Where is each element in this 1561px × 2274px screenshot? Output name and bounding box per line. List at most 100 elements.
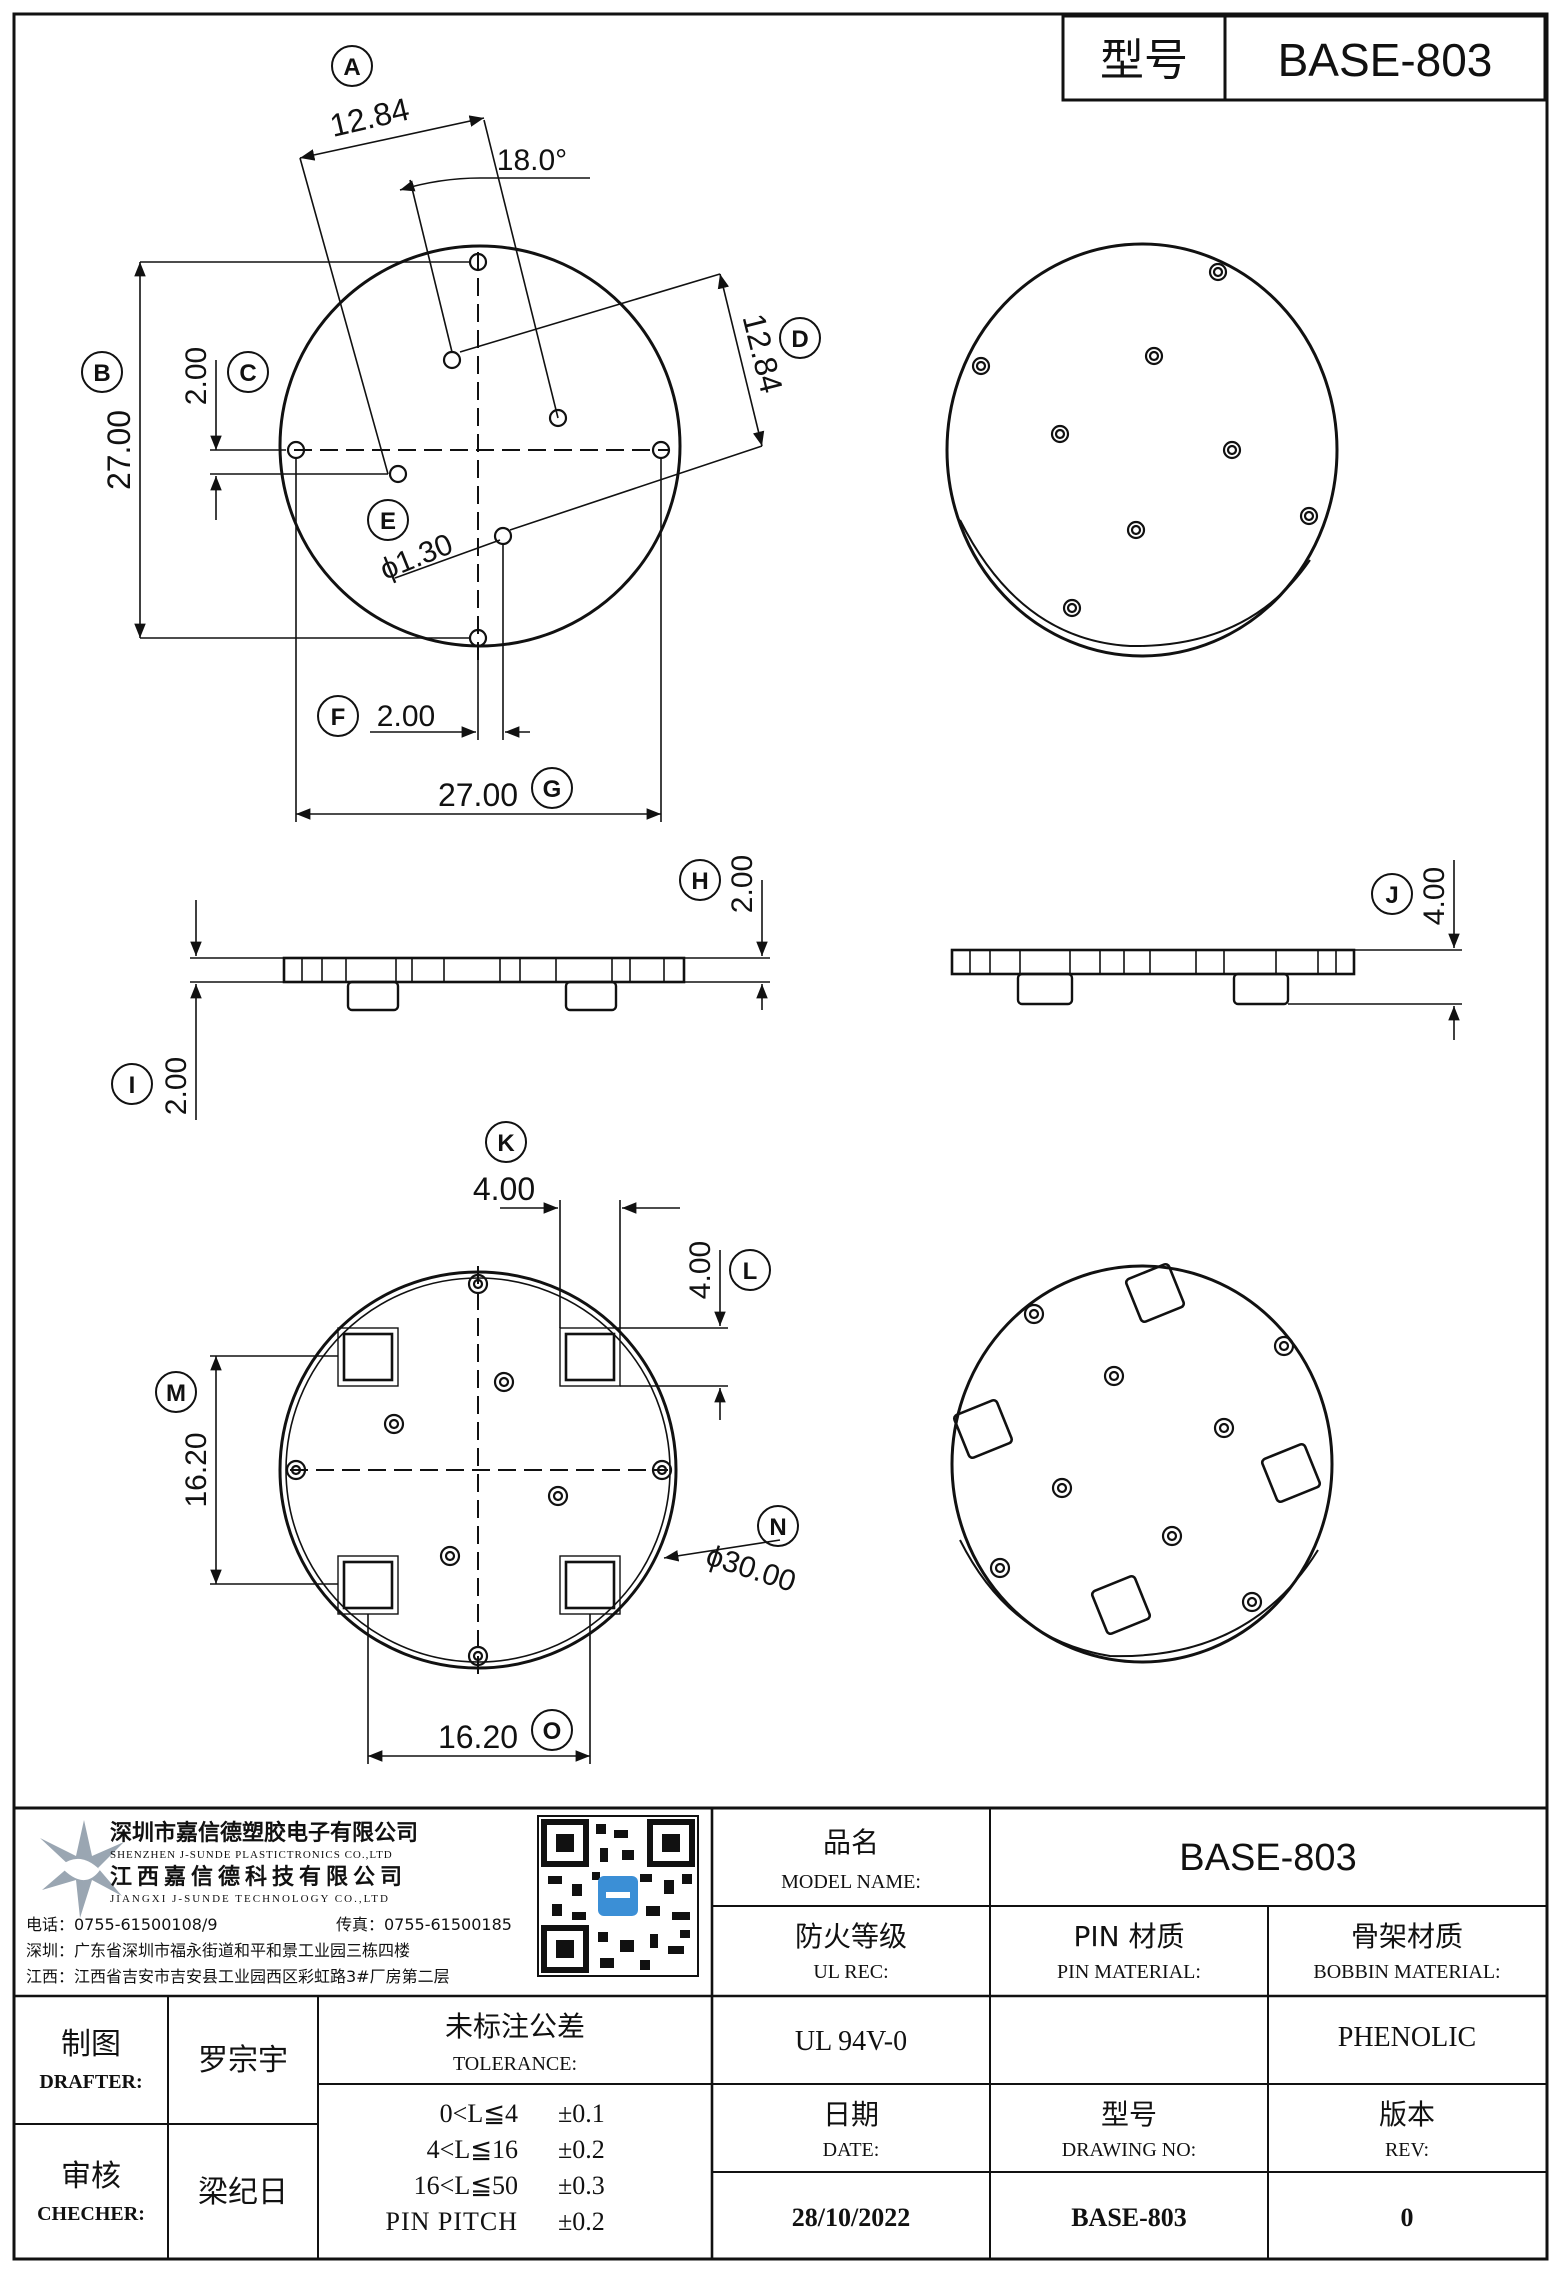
header-model-value: BASE-803 [1278, 34, 1493, 86]
dimension-h: H 2.00 [679, 855, 759, 913]
company-name-sz-en: SHENZHEN J-SUNDE PLASTICTRONICS CO.,LTD [110, 1849, 393, 1861]
dimension-n-bubble: N [769, 1514, 786, 1541]
company-name-jx-en: JIANGXI J-SUNDE TECHNOLOGY CO.,LTD [110, 1893, 390, 1905]
dimension-c: C 2.00 [180, 347, 269, 405]
tolerance-range: 0<L≦4 [440, 2099, 518, 2128]
dimension-l: L 4.00 [684, 1241, 771, 1299]
dimension-n-value: ϕ30.00 [702, 1539, 800, 1599]
dimension-f-bubble: F [331, 704, 346, 731]
dimension-c-bubble: C [239, 360, 256, 387]
dimension-b-bubble: B [93, 360, 110, 387]
dimension-e-bubble: E [380, 508, 396, 535]
model-name-value: BASE-803 [1179, 1837, 1356, 1879]
dimension-k-value: 4.00 [473, 1171, 535, 1207]
dimension-b: B 27.00 [81, 351, 137, 490]
company-fax: 传真：0755-61500185 [336, 1915, 512, 1934]
dimension-j-value: 4.00 [1418, 867, 1451, 925]
tolerance-value: ±0.3 [558, 2171, 605, 2200]
bottom-view-dimensioned [210, 1200, 781, 1764]
bobbin-material-label-cn: 骨架材质 [1351, 1920, 1463, 1953]
drawing-no-value: BASE-803 [1071, 2203, 1187, 2232]
drawing-no-label-en: DRAWING NO: [1062, 2139, 1197, 2161]
date-label-en: DATE: [823, 2139, 880, 2161]
side-view-right [950, 860, 1462, 1040]
tolerance-value: ±0.1 [558, 2099, 605, 2128]
dimension-g-bubble: G [543, 776, 562, 803]
pin-material-label-en: PIN MATERIAL: [1057, 1961, 1201, 1983]
checker-label-en: CHECHER: [37, 2203, 145, 2225]
company-phone: 电话：0755-61500108/9 [26, 1915, 218, 1934]
dimension-k: K 4.00 [473, 1121, 535, 1207]
company-name-sz: 深圳市嘉信德塑胶电子有限公司 [110, 1820, 418, 1846]
dimension-d: D 12.84 [736, 310, 821, 397]
tolerance-range: PIN PITCH [385, 2207, 518, 2236]
dimension-i-bubble: I [129, 1072, 136, 1099]
bobbin-material-label-en: BOBBIN MATERIAL: [1313, 1961, 1500, 1983]
dimension-m-bubble: M [166, 1380, 186, 1407]
dimension-o-bubble: O [543, 1718, 562, 1745]
tolerance-table: 0<L≦4 ±0.1 4<L≦16 ±0.2 16<L≦50 ±0.3 PIN … [385, 2099, 604, 2236]
top-view-isometric [945, 242, 1339, 658]
dimension-a: A 12.84 [326, 45, 413, 144]
tolerance-label-cn: 未标注公差 [445, 2010, 585, 2043]
dimension-c-value: 2.00 [180, 347, 213, 405]
dimension-h-value: 2.00 [726, 855, 759, 913]
date-label-cn: 日期 [823, 2098, 879, 2131]
tolerance-label-en: TOLERANCE: [453, 2053, 577, 2075]
top-view-dimensioned [134, 115, 765, 822]
date-value: 28/10/2022 [792, 2203, 910, 2232]
company-logo [40, 1820, 124, 1918]
ul-label-cn: 防火等级 [795, 1920, 907, 1953]
rev-label-en: REV: [1385, 2139, 1429, 2161]
title-block-grid [12, 1806, 1549, 2261]
dimension-l-bubble: L [743, 1258, 758, 1285]
dimension-e: E ϕ1.30 [367, 499, 457, 587]
dimension-o-value: 16.20 [438, 1719, 518, 1755]
dimension-g: 27.00 G [438, 767, 573, 813]
dimension-j: J 4.00 [1371, 867, 1451, 925]
checker-value: 梁纪日 [198, 2175, 288, 2210]
header-model-label: 型号 [1100, 35, 1188, 86]
model-name-label-cn: 品名 [823, 1826, 879, 1859]
rev-value: 0 [1401, 2203, 1414, 2232]
dimension-e-value: ϕ1.30 [375, 528, 457, 587]
dimension-d-bubble: D [791, 326, 808, 353]
dimension-d-value: 12.84 [736, 310, 790, 396]
bottom-view-isometric [950, 1262, 1334, 1664]
dimension-i: I 2.00 [111, 1057, 193, 1115]
tolerance-range: 4<L≦16 [427, 2135, 518, 2164]
pin-material-label-cn: PIN 材质 [1074, 1920, 1185, 1953]
ul-label-en: UL REC: [813, 1961, 888, 1983]
dimension-k-bubble: K [497, 1130, 515, 1157]
dimension-h-bubble: H [691, 868, 708, 895]
dimension-f: F 2.00 [317, 695, 435, 737]
tolerance-range: 16<L≦50 [414, 2171, 518, 2200]
dimension-a-bubble: A [343, 54, 360, 81]
ul-value: UL 94V-0 [795, 2026, 907, 2057]
qr-code [537, 1815, 699, 1977]
company-address-jx: 江西：江西省吉安市吉安县工业园西区彩虹路3#厂房第二层 [26, 1967, 450, 1986]
dimension-m-value: 16.20 [180, 1432, 213, 1507]
header-model-box: 型号 BASE-803 [1061, 14, 1547, 102]
dimension-m: M 16.20 [155, 1371, 213, 1508]
dimension-j-bubble: J [1385, 882, 1398, 909]
base-outline-top [278, 244, 682, 648]
company-name-jx: 江西嘉信德科技有限公司 [110, 1864, 407, 1890]
company-address-sz: 深圳：广东省深圳市福永街道和平和景工业园三栋四楼 [26, 1941, 410, 1960]
dimension-i-value: 2.00 [160, 1057, 193, 1115]
dimension-angle-value: 18.0° [497, 144, 567, 177]
drafter-value: 罗宗宇 [198, 2043, 288, 2078]
rev-label-cn: 版本 [1379, 2098, 1435, 2131]
tolerance-value: ±0.2 [558, 2207, 605, 2236]
dimension-b-value: 27.00 [101, 410, 137, 490]
model-name-label-en: MODEL NAME: [781, 1871, 921, 1893]
checker-label-cn: 审核 [61, 2159, 121, 2194]
drawing-no-label-cn: 型号 [1101, 2098, 1157, 2131]
drafter-label-en: DRAFTER: [39, 2071, 142, 2093]
side-view-dimensioned [190, 880, 770, 1120]
dimension-l-value: 4.00 [684, 1241, 717, 1299]
dimension-o: 16.20 O [438, 1709, 573, 1755]
dimension-g-value: 27.00 [438, 777, 518, 813]
drafter-label-cn: 制图 [61, 2027, 121, 2062]
